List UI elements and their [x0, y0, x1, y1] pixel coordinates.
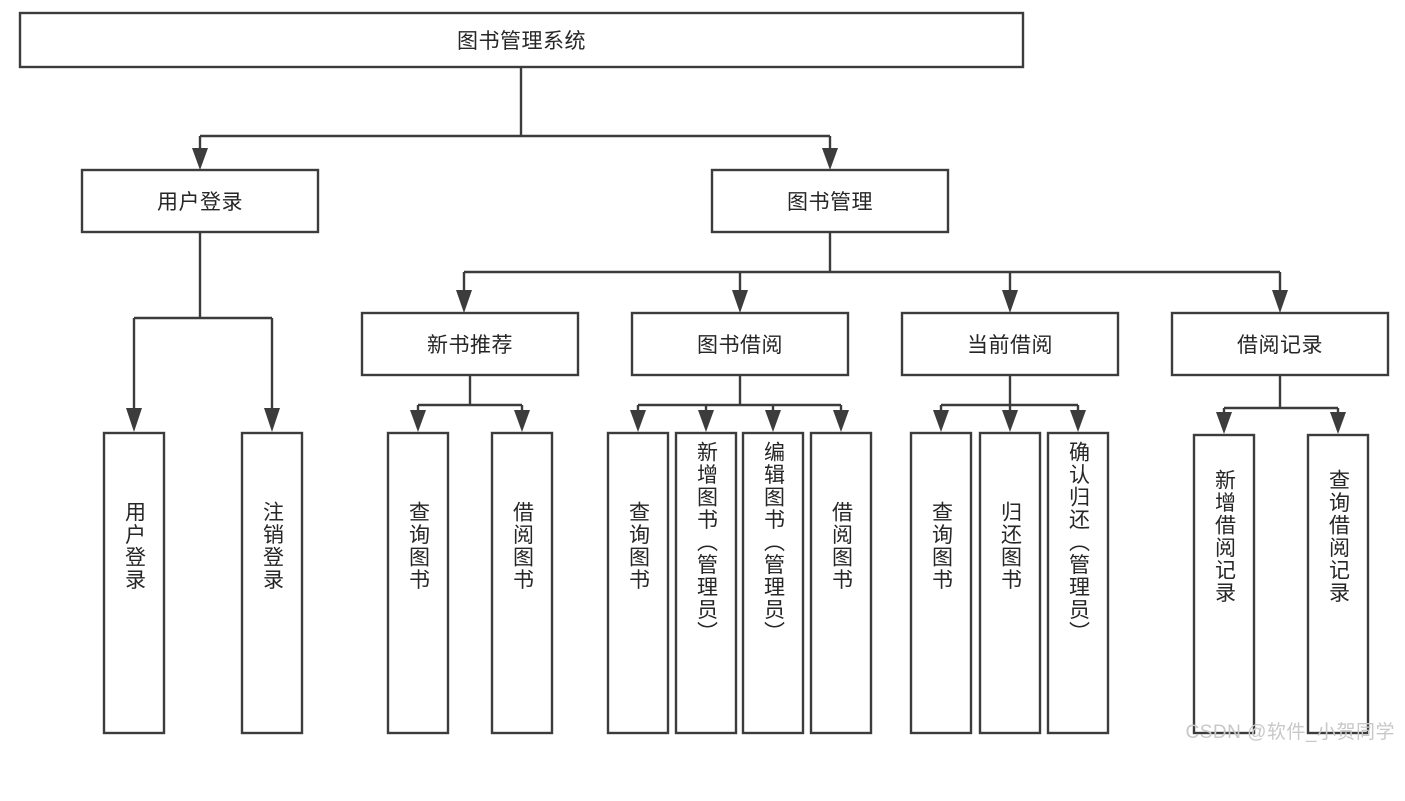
arrowhead-leaf-query-book-3 [933, 410, 949, 432]
node-box-book-borrow[interactable] [630, 311, 850, 377]
node-box-borrow-record[interactable] [1170, 311, 1390, 377]
node-box-user-login[interactable] [80, 168, 320, 234]
watermark: CSDN @软件_小贺同学 [1185, 722, 1395, 743]
node-box-leaf-confirm-return[interactable] [1046, 431, 1110, 735]
connector-group-user-login [126, 232, 280, 432]
arrowhead-leaf-user-login [126, 408, 142, 432]
node-box-leaf-user-login[interactable] [102, 431, 166, 735]
connector-group-book-borrow [630, 375, 849, 432]
arrowhead-leaf-confirm-return [1070, 410, 1086, 432]
arrowhead-leaf-borrow-book-2 [833, 410, 849, 432]
arrowhead-leaf-add-record [1216, 412, 1232, 434]
node-box-leaf-query-book-1[interactable] [386, 431, 450, 735]
arrowhead-leaf-user-logout [264, 408, 280, 432]
arrowhead-leaf-query-record [1330, 412, 1346, 434]
node-box-leaf-add-record[interactable] [1192, 433, 1256, 735]
arrowhead-new-book-recommend [456, 290, 472, 313]
connector-group-current-borrow [933, 375, 1086, 432]
diagram-root: 图书管理系统 用户登录 图书管理 新书推荐 图书借阅 当前借阅 借阅记录 用户登… [18, 11, 1395, 743]
node-box-new-book-recommend[interactable] [360, 311, 580, 377]
connector-group-new-book-recommend [410, 375, 530, 432]
node-box-leaf-query-book-2[interactable] [606, 431, 670, 735]
connector-group-root [192, 67, 838, 170]
arrowhead-leaf-return-book [1002, 410, 1018, 432]
connector-group-book-management [456, 232, 1288, 313]
node-box-leaf-edit-book[interactable] [741, 431, 805, 735]
arrowhead-leaf-query-book-1 [410, 410, 426, 432]
node-box-book-management[interactable] [710, 168, 950, 234]
arrowhead-book-management [822, 148, 838, 170]
arrowhead-leaf-add-book [698, 410, 714, 432]
node-box-leaf-add-book[interactable] [674, 431, 738, 735]
node-box-leaf-query-book-3[interactable] [909, 431, 973, 735]
node-box-leaf-borrow-book-1[interactable] [490, 431, 554, 735]
node-box-current-borrow[interactable] [900, 311, 1120, 377]
node-box-leaf-return-book[interactable] [978, 431, 1042, 735]
node-box-leaf-user-logout[interactable] [240, 431, 304, 735]
arrowhead-current-borrow [1002, 290, 1018, 313]
arrowhead-leaf-query-book-2 [630, 410, 646, 432]
node-box-leaf-borrow-book-2[interactable] [809, 431, 873, 735]
node-box-root[interactable] [18, 11, 1025, 69]
node-box-leaf-query-record[interactable] [1306, 433, 1370, 735]
arrowhead-user-login [192, 148, 208, 170]
arrowhead-leaf-edit-book [765, 410, 781, 432]
arrowhead-leaf-borrow-book-1 [514, 410, 530, 432]
arrowhead-borrow-record [1272, 290, 1288, 313]
connector-group-borrow-record [1216, 375, 1346, 434]
diagram-canvas [18, 11, 1390, 735]
arrowhead-book-borrow [732, 290, 748, 313]
